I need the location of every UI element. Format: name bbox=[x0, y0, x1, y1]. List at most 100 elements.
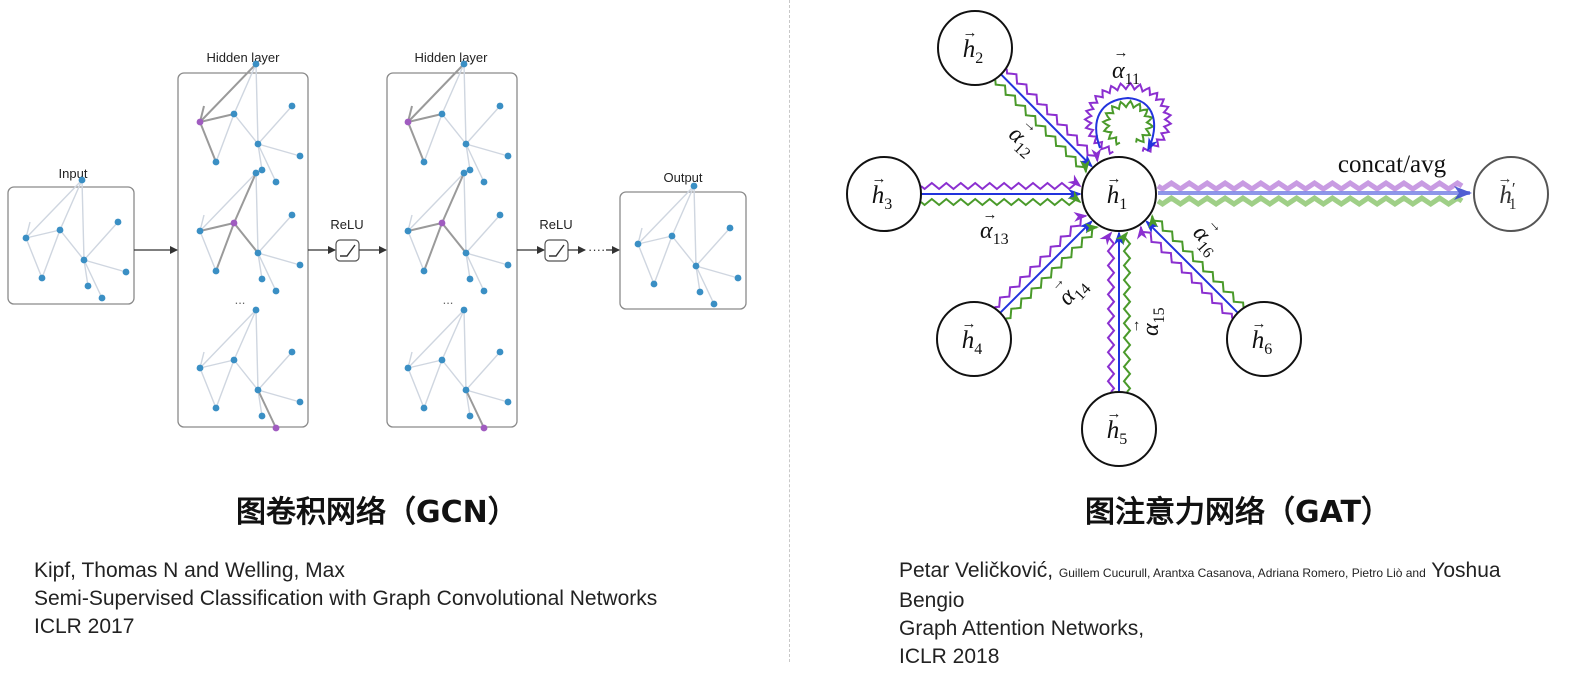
svg-text:→: → bbox=[872, 171, 887, 187]
svg-text:→: → bbox=[1107, 171, 1122, 187]
graph-node bbox=[122, 268, 130, 276]
gat-title: 图注意力网络（GAT） bbox=[1085, 495, 1391, 530]
graph-node bbox=[696, 288, 704, 296]
graph-edge bbox=[671, 235, 697, 267]
edge-h3-purple bbox=[920, 174, 1082, 191]
graph-edge bbox=[441, 63, 465, 115]
gcn-graph-hidden2-c bbox=[404, 306, 512, 432]
svg-text:α16: α16 bbox=[1185, 220, 1226, 261]
graph-node bbox=[80, 256, 88, 264]
graph-node bbox=[466, 275, 474, 283]
svg-text:→: → bbox=[962, 316, 977, 332]
graph-edge bbox=[465, 252, 509, 266]
graph-node bbox=[496, 348, 504, 356]
graph-edge bbox=[441, 222, 467, 254]
input-box bbox=[7, 186, 135, 305]
svg-text:→: → bbox=[1498, 171, 1513, 187]
graph-edge bbox=[257, 389, 277, 429]
graph-edge bbox=[465, 351, 501, 391]
graph-edge bbox=[199, 121, 217, 163]
svg-text:→: → bbox=[1252, 316, 1267, 332]
hidden-layer-1-label: Hidden layer bbox=[207, 50, 281, 65]
gcn-venue: ICLR 2017 bbox=[34, 615, 135, 638]
gcn-citation: Kipf, Thomas N and Welling, Max Semi-Sup… bbox=[34, 557, 657, 641]
graph-edge bbox=[693, 185, 697, 267]
graph-node bbox=[22, 234, 30, 242]
graph-node bbox=[254, 386, 262, 394]
graph-node bbox=[460, 60, 468, 68]
graph-edge bbox=[233, 172, 257, 224]
gcn-title: 图卷积网络（GCN） bbox=[236, 495, 518, 530]
graph-node-highlighted bbox=[480, 424, 488, 432]
graph-edge bbox=[465, 105, 501, 145]
svg-text:α15: α15 bbox=[1138, 307, 1168, 336]
graph-node bbox=[288, 211, 296, 219]
graph-edge bbox=[25, 179, 83, 239]
edge-h2-blue bbox=[1000, 73, 1094, 168]
graph-edge bbox=[423, 222, 443, 272]
graph-node-highlighted bbox=[272, 424, 280, 432]
graph-edge bbox=[233, 113, 259, 145]
svg-text:h6: h6 bbox=[1252, 327, 1273, 358]
graph-edge bbox=[257, 143, 301, 157]
svg-text:h′1: h′1 bbox=[1499, 179, 1516, 213]
node-h1: h1 → bbox=[1081, 156, 1157, 232]
output-label: Output bbox=[663, 170, 702, 185]
graph-node bbox=[272, 287, 280, 295]
graph-node bbox=[252, 169, 260, 177]
graph-node bbox=[288, 102, 296, 110]
graph-edge bbox=[233, 63, 257, 115]
graph-edge bbox=[41, 229, 61, 279]
relu-label-1: ReLU bbox=[330, 217, 363, 232]
graph-node bbox=[404, 364, 412, 372]
graph-node bbox=[254, 249, 262, 257]
graph-edge bbox=[257, 252, 263, 280]
graph-node bbox=[212, 404, 220, 412]
graph-edge bbox=[407, 113, 443, 123]
node-h1-prime: h′1 → bbox=[1473, 156, 1549, 232]
graph-edge bbox=[257, 351, 293, 391]
graph-node-highlighted bbox=[230, 219, 238, 227]
graph-edge bbox=[25, 237, 43, 279]
graph-node bbox=[420, 267, 428, 275]
gat-coauthors: Guillem Cucurull, Arantxa Casanova, Adri… bbox=[1058, 566, 1426, 580]
graph-node bbox=[462, 140, 470, 148]
graph-node bbox=[690, 182, 698, 190]
graph-edge bbox=[199, 367, 217, 409]
graph-node bbox=[258, 166, 266, 174]
self-loop-blue bbox=[1095, 96, 1158, 152]
graph-node bbox=[258, 412, 266, 420]
edge-h6-blue bbox=[1145, 220, 1239, 314]
graph-edge bbox=[695, 265, 739, 279]
graph-node bbox=[462, 386, 470, 394]
graph-edge bbox=[233, 222, 259, 254]
gat-edges bbox=[920, 68, 1245, 393]
edge-h4-blue bbox=[999, 220, 1093, 314]
relu-block-1 bbox=[335, 239, 360, 262]
graph-node bbox=[98, 294, 106, 302]
graph-edge bbox=[423, 113, 443, 163]
svg-text:→: → bbox=[1127, 319, 1143, 334]
graph-edge bbox=[465, 252, 471, 280]
graph-node-highlighted bbox=[404, 118, 412, 126]
graph-edge bbox=[407, 222, 443, 232]
graph-node bbox=[496, 211, 504, 219]
graph-edge bbox=[215, 113, 235, 163]
graph-edge bbox=[257, 252, 277, 292]
graph-edge bbox=[215, 222, 235, 272]
graph-edge bbox=[441, 113, 467, 145]
graph-edge bbox=[25, 229, 61, 239]
gcn-graph-hidden2-b bbox=[404, 169, 512, 295]
graph-node bbox=[252, 306, 260, 314]
edge-h4-purple bbox=[994, 211, 1088, 309]
graph-node bbox=[258, 275, 266, 283]
graph-node bbox=[634, 240, 642, 248]
self-loop-purple bbox=[1083, 81, 1173, 156]
gcn-diagram: Input Hidden layer Hidden layer ReLU ReL… bbox=[7, 50, 747, 432]
graph-edge bbox=[671, 185, 695, 237]
gcn-graph-input bbox=[22, 176, 130, 302]
alpha-15-label: → α15 bbox=[1127, 307, 1168, 336]
svg-text:α13: α13 bbox=[980, 218, 1009, 248]
svg-text:h2: h2 bbox=[963, 36, 984, 67]
graph-node bbox=[254, 140, 262, 148]
